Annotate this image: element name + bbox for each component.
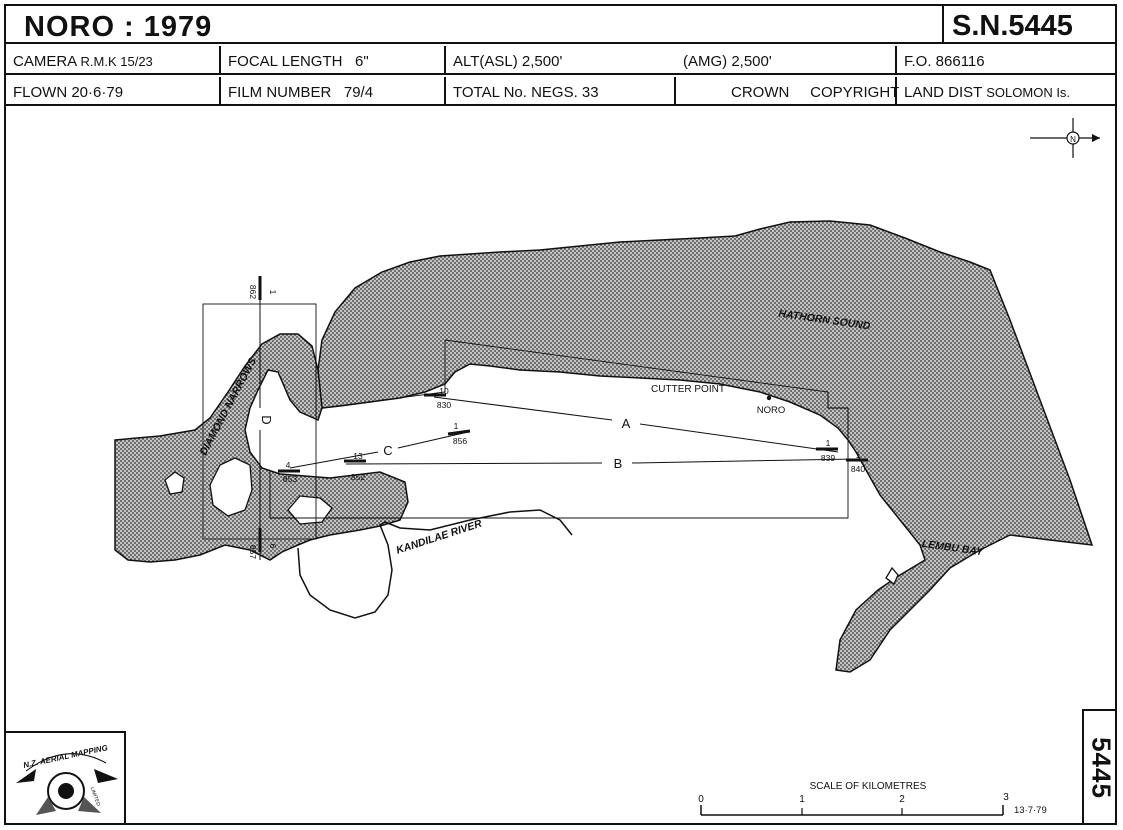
b-end-num: 1 xyxy=(856,450,861,460)
c-start-num: 4 xyxy=(286,460,291,470)
camera-label: CAMERA xyxy=(13,53,77,70)
kandilae-river-label: KANDILAE RIVER xyxy=(395,518,484,557)
nz-aerial-mapping-logo: N.Z. AERIAL MAPPING LIMITED xyxy=(6,731,126,825)
land-dist-field: LAND DIST SOLOMON Is. xyxy=(897,77,1115,106)
river-island-hook xyxy=(885,566,899,586)
b-start-num: 13 xyxy=(353,451,363,461)
sheet-number-box: 5445 xyxy=(1082,709,1117,825)
a-start-neg: 830 xyxy=(437,400,451,410)
copyright-label: COPYRIGHT xyxy=(810,84,900,101)
film-field: FILM NUMBER 79/4 xyxy=(221,77,446,106)
c-end-neg: 856 xyxy=(453,436,467,446)
a-end-neg: 839 xyxy=(821,453,835,463)
fo-field: F.O. 866116 xyxy=(897,46,1115,75)
island-south xyxy=(287,495,333,525)
sheet-id: S.N.5445 xyxy=(944,6,1115,44)
scale-tick-0: 0 xyxy=(698,794,704,805)
scale-bar xyxy=(700,805,1004,816)
flown-field: FLOWN 20·6·79 xyxy=(6,77,221,106)
alt-amg-field: (AMG) 2,500' xyxy=(676,46,897,75)
flight-line-c xyxy=(278,429,471,473)
kandilae-river-outline xyxy=(297,509,573,619)
focal-value: 6" xyxy=(354,53,369,70)
d-top-num: 1 xyxy=(268,290,278,295)
camera-value: R.M.K 15/23 xyxy=(80,54,153,69)
a-end-num: 1 xyxy=(826,438,831,448)
sheet-number: 5445 xyxy=(1086,737,1116,799)
c-start-neg: 853 xyxy=(283,474,297,484)
crown-label: CROWN xyxy=(731,84,790,101)
land-dist-label: LAND DIST xyxy=(904,84,983,101)
focal-field: FOCAL LENGTH 6" xyxy=(221,46,446,75)
flown-label: FLOWN xyxy=(13,84,68,101)
run-d-label: D xyxy=(259,415,274,424)
c-end-num: 1 xyxy=(454,421,459,431)
western-channel xyxy=(114,333,409,563)
focal-label: FOCAL LENGTH xyxy=(228,53,343,70)
island-west xyxy=(209,457,253,517)
north-letter: N xyxy=(1070,135,1076,144)
film-value: 79/4 xyxy=(343,84,374,101)
d-bot-num: 6 xyxy=(268,544,278,549)
scale-tick-2: 2 xyxy=(899,794,905,805)
scale-tick-1: 1 xyxy=(799,794,805,805)
scale-date: 13·7·79 xyxy=(1014,805,1047,816)
a-start-num: 10 xyxy=(439,386,449,396)
run-c-label: C xyxy=(383,443,392,458)
cutter-point-label: CUTTER POINT xyxy=(651,384,725,395)
d-top-neg: 862 xyxy=(248,285,258,299)
negs-field: TOTAL No. NEGS. 33 xyxy=(446,77,676,106)
copyright-field: CROWN COPYRIGHT xyxy=(676,77,900,106)
run-b-label: B xyxy=(614,456,623,471)
sheet-border xyxy=(4,4,1117,825)
land-dist-value: SOLOMON Is. xyxy=(986,85,1071,100)
flight-line-a xyxy=(424,393,839,453)
scale-title: SCALE OF KILOMETRES xyxy=(810,781,927,792)
camera-field: CAMERA R.M.K 15/23 xyxy=(6,46,221,75)
noro-town-dot xyxy=(766,395,772,401)
sheet-title: NORO : 1979 xyxy=(6,6,944,44)
island-small xyxy=(164,471,185,495)
b-start-neg: 852 xyxy=(351,472,365,482)
alt-asl-field: ALT(ASL) 2,500' xyxy=(446,46,676,75)
logo-text: N.Z. AERIAL MAPPING xyxy=(22,743,108,770)
film-label: FILM NUMBER xyxy=(228,84,332,101)
run-a-label: A xyxy=(622,416,631,431)
main-landmass xyxy=(317,220,1094,673)
scale-tick-3: 3 xyxy=(1003,792,1009,803)
noro-town-label: NORO xyxy=(757,405,786,416)
flown-value: 20·6·79 xyxy=(71,84,124,101)
d-bot-neg: 857 xyxy=(248,545,258,559)
flight-line-b xyxy=(344,458,868,465)
north-arrow-icon: N xyxy=(1030,118,1100,158)
b-end-neg: 840 xyxy=(851,464,865,474)
logo-emblem-icon: N.Z. AERIAL MAPPING LIMITED xyxy=(16,743,118,815)
